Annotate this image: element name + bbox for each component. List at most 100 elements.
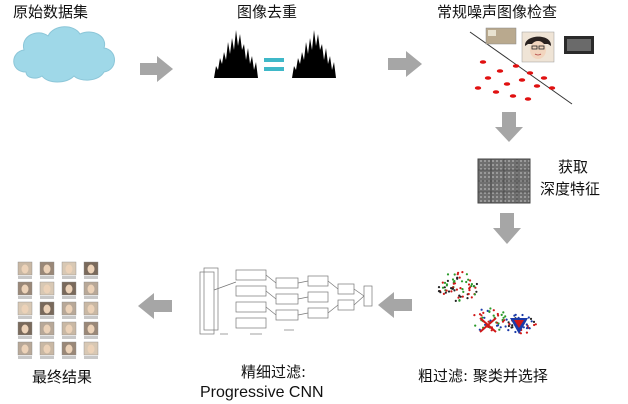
- scatter-point: [446, 273, 450, 276]
- arrow-down-icon: [493, 213, 521, 244]
- thumbnail-caption: [18, 296, 32, 299]
- scatter-point: [457, 296, 460, 299]
- scatter-point: [446, 279, 449, 282]
- scatter-point: [445, 289, 448, 292]
- scatter-point: [473, 314, 476, 317]
- scatter-point: [534, 323, 537, 326]
- thumbnail-caption: [18, 316, 32, 319]
- scatter-point: [529, 317, 533, 320]
- thumbnail-face: [21, 284, 29, 294]
- scatter-point: [451, 287, 454, 290]
- thumbnail-face: [21, 304, 29, 314]
- scatter-point: [441, 281, 444, 284]
- scatter-point: [451, 278, 455, 281]
- scatter-point: [486, 309, 489, 312]
- scatter-point: [510, 326, 513, 329]
- scatter-point: [501, 318, 504, 322]
- scatter-point: [447, 290, 451, 293]
- thumbnail-caption: [62, 336, 76, 339]
- scatter-point: [511, 324, 514, 327]
- scatter-point: [445, 284, 448, 287]
- scatter-point: [460, 280, 464, 283]
- scatter-point: [507, 329, 510, 332]
- scatter-point: [522, 326, 525, 329]
- scatter-point: [474, 286, 477, 289]
- cnn-architecture-icon: [199, 267, 373, 335]
- thumbnail-caption: [62, 276, 76, 279]
- thumbnail-caption: [18, 336, 32, 339]
- scatter-point: [500, 313, 503, 316]
- scatter-point: [492, 314, 495, 317]
- scatter-point: [514, 313, 517, 316]
- scatter-point: [492, 309, 495, 312]
- thumbnail-caption: [40, 276, 54, 279]
- scatter-point: [528, 327, 531, 330]
- scatter-point: [533, 323, 536, 327]
- thumbnail-face: [65, 324, 73, 334]
- scatter-point: [495, 324, 499, 327]
- scatter-point: [502, 316, 505, 319]
- scatter-point: [456, 276, 459, 279]
- scatter-point: [465, 273, 468, 276]
- thumbnail-caption: [40, 356, 54, 359]
- scatter-point: [504, 325, 507, 328]
- thumbnail-caption: [40, 296, 54, 299]
- scatter-point: [487, 320, 490, 323]
- scatter-point: [467, 283, 471, 286]
- face-photo: [521, 31, 555, 63]
- scatter-point: [462, 290, 465, 293]
- arrow-left-icon: [138, 293, 172, 319]
- thumbnail-caption: [84, 336, 98, 339]
- scatter-point: [519, 332, 523, 335]
- thumbnail-caption: [84, 356, 98, 359]
- scatter-point: [505, 318, 508, 321]
- thumbnail-caption: [84, 276, 98, 279]
- thumbnail-face: [65, 264, 73, 274]
- scatter-point: [450, 290, 453, 293]
- thumbnail-caption: [84, 296, 98, 299]
- scatter-point: [525, 331, 529, 334]
- thumbnail-face: [43, 304, 51, 314]
- scatter-point: [478, 328, 481, 331]
- scatter-point: [453, 280, 456, 283]
- final-result-label: 最终结果: [32, 368, 93, 386]
- scatter-point: [530, 320, 533, 323]
- thumbnail-face: [87, 324, 95, 334]
- scatter-point: [458, 294, 461, 297]
- scatter-point: [525, 327, 529, 330]
- scatter-point: [458, 299, 461, 302]
- scatter-point: [474, 324, 477, 327]
- scatter-point: [466, 297, 469, 300]
- thumbnail-face: [43, 264, 51, 274]
- thumbnail-face: [87, 264, 95, 274]
- thumbnail-caption: [18, 276, 32, 279]
- scatter-point: [473, 293, 476, 296]
- scatter-point: [508, 323, 511, 326]
- noise-check-label: 常规噪声图像检查: [437, 3, 558, 21]
- dedup-label: 图像去重: [237, 3, 298, 21]
- scatter-point: [439, 291, 442, 294]
- noise-points: [474, 60, 556, 101]
- histogram-left: [214, 30, 258, 78]
- scatter-point: [498, 328, 501, 331]
- scatter-point: [497, 314, 500, 317]
- scatter-point: [452, 282, 455, 285]
- arrow-left-icon: [378, 292, 412, 318]
- scatter-point: [478, 313, 482, 316]
- thumbnail-face: [21, 344, 29, 354]
- scatter-point: [458, 276, 461, 279]
- scatter-point: [468, 286, 472, 289]
- scatter-point: [459, 287, 462, 290]
- scatter-point: [443, 286, 446, 289]
- scatter-point: [507, 324, 510, 328]
- cluster-scatter-plot: [437, 271, 537, 335]
- scatter-point: [467, 278, 470, 281]
- scatter-point: [469, 279, 472, 282]
- scatter-point: [450, 287, 453, 290]
- scatter-point: [470, 296, 473, 299]
- scatter-point: [465, 280, 468, 284]
- scatter-point: [503, 319, 506, 322]
- thumbnail-caption: [84, 316, 98, 319]
- scatter-point: [481, 316, 484, 319]
